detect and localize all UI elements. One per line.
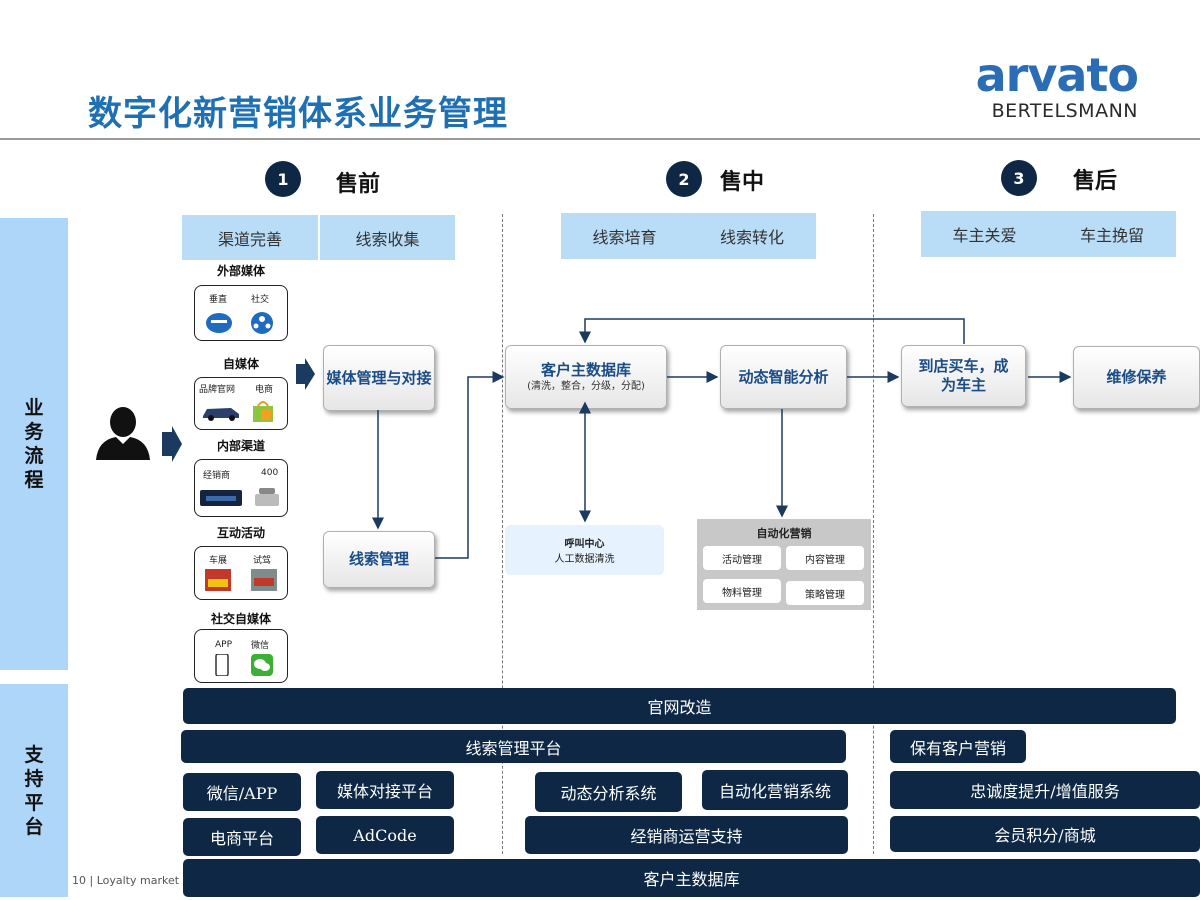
automation-title: 自动化营销: [756, 527, 812, 540]
stage-channel: 渠道完善: [182, 215, 318, 260]
channel-item-autoshow: 车展: [209, 556, 228, 566]
automation-item-content: 内容管理: [786, 546, 864, 570]
customer-master-db-node: 客户主数据库 (清洗，整合，分级，分配): [505, 345, 667, 409]
store-purchase-label: 到店买车，成为车主: [918, 357, 1009, 394]
phase-2-label: 售中: [720, 170, 765, 195]
bertelsmann-logo: BERTELSMANN: [991, 100, 1138, 122]
lead-management-label: 线索管理: [348, 550, 409, 568]
channel-title-social: 社交自媒体: [210, 612, 271, 626]
dealer-support-bar: 经销商运营支持: [525, 816, 848, 854]
phase-divider-2: [873, 214, 874, 854]
header-divider: [0, 138, 1200, 140]
side-label-business: 业 务 流 程: [0, 218, 68, 670]
stage-lead-convert: 线索转化: [719, 228, 784, 247]
stage-post-bg: [921, 211, 1176, 257]
channel-item-ecommerce: 电商: [255, 385, 274, 395]
channel-item-dealer: 经销商: [203, 471, 231, 481]
channel-item-social: 社交: [251, 295, 270, 305]
channel-title-internal: 内部渠道: [216, 439, 265, 453]
side-label-support: 支 持 平 台: [0, 684, 68, 897]
phase-3-number: 3: [1001, 160, 1037, 196]
mobile-app-icon: [215, 654, 229, 676]
automation-item-material: 物料管理: [703, 579, 781, 603]
channel-box-internal: 经销商 400: [194, 459, 288, 517]
stage-lead-nurture: 线索培育: [592, 228, 657, 247]
stage-lead-collect: 线索收集: [320, 215, 455, 260]
channel-title-interactive: 互动活动: [216, 526, 265, 540]
channel-arrow-icon: [296, 358, 315, 390]
channel-item-wechat: 微信: [251, 641, 270, 651]
channel-item-vertical: 垂直: [209, 295, 228, 305]
channel-box-owned: 品牌官网 电商: [194, 377, 288, 430]
ecommerce-bar: 电商平台: [183, 818, 301, 856]
dynamic-analysis-label: 动态智能分析: [738, 367, 829, 386]
arrow-lead-to-cdp: [435, 371, 505, 559]
dynamic-analysis-node: 动态智能分析: [720, 345, 847, 409]
page-title: 数字化新营销体系业务管理: [88, 94, 508, 134]
social-media-icon: [251, 312, 273, 334]
analysis-system-bar: 动态分析系统: [535, 772, 682, 812]
stage-owner-care: 车主关爱: [952, 226, 1017, 245]
stage-mid-bg: [561, 213, 816, 259]
channel-title-external: 外部媒体: [216, 264, 265, 278]
shopping-bag-icon: [253, 401, 273, 422]
points-mall-bar: 会员积分/商城: [890, 816, 1200, 852]
car-icon: [203, 408, 239, 421]
channel-item-website: 品牌官网: [199, 385, 236, 395]
channel-box-external: 垂直 社交: [194, 285, 288, 341]
phone-icon: [255, 488, 279, 506]
customer-master-db-bar: 客户主数据库: [183, 859, 1200, 897]
side-label-business-text: 业 务 流 程: [24, 397, 44, 491]
store-purchase-node: 到店买车，成为车主: [901, 345, 1026, 407]
stage-owner-retain: 车主挽留: [1079, 226, 1144, 245]
channel-item-app: APP: [215, 640, 233, 650]
phase-2-number: 2: [666, 161, 702, 197]
maintenance-label: 维修保养: [1106, 368, 1167, 386]
channel-item-testdrive: 试驾: [253, 556, 272, 566]
arvato-logo: arvato: [975, 48, 1139, 102]
phase-3-label: 售后: [1073, 169, 1118, 194]
wechat-icon: [251, 654, 273, 676]
side-label-support-text: 支 持 平 台: [24, 743, 44, 838]
arrow-store-feedback-to-cdp: [579, 318, 965, 344]
channel-box-social: APP 微信: [194, 629, 288, 683]
automation-box: 自动化营销 活动管理 内容管理 物料管理 策略管理: [697, 519, 871, 610]
channel-item-400: 400: [261, 468, 279, 478]
adcode-bar: AdCode: [316, 816, 454, 854]
automation-system-bar: 自动化营销系统: [702, 770, 848, 810]
website-revamp-bar: 官网改造: [183, 688, 1176, 724]
loyalty-bar: 忠诚度提升/增值服务: [890, 771, 1200, 809]
channel-box-interactive: 车展 试驾: [194, 546, 288, 600]
automation-item-activity: 活动管理: [703, 546, 781, 570]
media-platform-bar: 媒体对接平台: [316, 771, 454, 809]
person-icon: [96, 407, 150, 460]
wechat-app-bar: 微信/APP: [183, 773, 301, 811]
call-center-subtitle: 人工数据清洗: [554, 554, 615, 565]
automation-item-strategy: 策略管理: [786, 581, 864, 605]
phase-1-number: 1: [265, 161, 301, 197]
call-center-title: 呼叫中心: [564, 539, 605, 550]
channel-title-owned: 自媒体: [222, 357, 259, 371]
media-management-label: 媒体管理与对接: [326, 368, 432, 387]
customer-master-db-subtitle: (清洗，整合，分级，分配): [527, 380, 645, 392]
customer-master-db-label: 客户主数据库: [540, 360, 631, 379]
media-management-node: 媒体管理与对接: [323, 345, 435, 411]
footer-text: 10 | Loyalty market: [72, 874, 180, 887]
phase-divider-1: [502, 214, 503, 854]
vertical-media-icon: [206, 313, 232, 333]
lead-platform-bar: 线索管理平台: [181, 730, 846, 763]
person-arrow-icon: [162, 426, 182, 462]
dealer-store-icon: [200, 490, 242, 506]
phase-1-label: 售前: [336, 172, 381, 197]
retention-marketing-bar: 保有客户营销: [890, 730, 1026, 763]
lead-management-node: 线索管理: [323, 531, 435, 588]
autoshow-icon: [205, 569, 231, 591]
call-center-box: 呼叫中心 人工数据清洗: [505, 525, 664, 575]
testdrive-icon: [251, 569, 277, 591]
